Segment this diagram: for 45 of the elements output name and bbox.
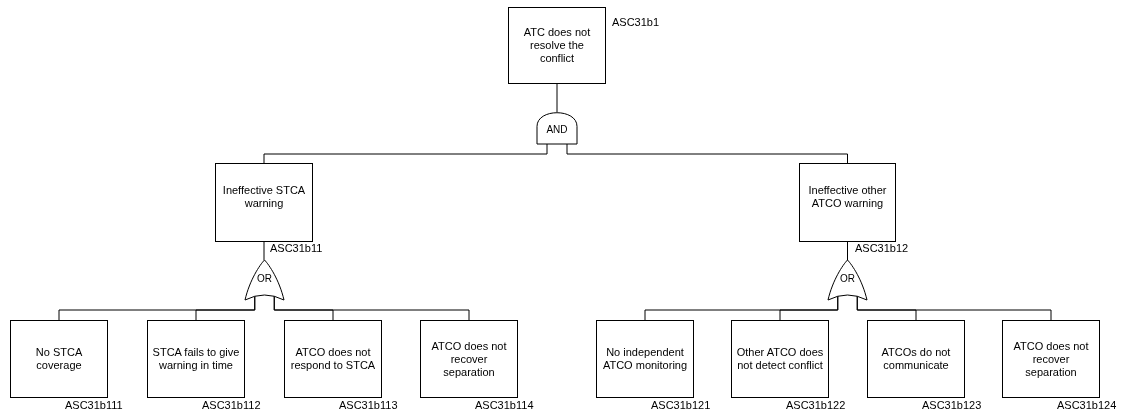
event-text: ATCO does not recover separation	[1012, 339, 1090, 379]
event-box	[596, 320, 694, 398]
connector-line	[566, 143, 848, 164]
connector-line	[779, 295, 839, 321]
event-text: ATCOs do not communicate	[880, 346, 952, 372]
connector-line	[263, 241, 265, 261]
connector-line	[195, 295, 256, 321]
event-code: ASC31b114	[475, 399, 534, 412]
gate-label: OR	[840, 272, 855, 284]
connector-line	[556, 83, 558, 113]
connector-line	[263, 143, 548, 164]
event-code: ASC31b124	[1057, 399, 1117, 412]
event-code: ASC31b113	[339, 399, 398, 412]
gate-label: AND	[546, 123, 568, 135]
event-code: ASC31b123	[922, 399, 982, 412]
event-code: ASC31b1	[612, 16, 660, 29]
event-box	[215, 163, 313, 242]
event-box	[284, 320, 382, 398]
event-text: Ineffective STCA warning	[221, 184, 307, 210]
connector-line	[273, 295, 470, 321]
event-box	[508, 7, 606, 84]
event-text: ATCO does not recover separation	[430, 339, 508, 379]
event-text: No STCA coverage	[34, 346, 84, 372]
event-text: Ineffective other ATCO warning	[807, 184, 888, 210]
event-text: ATCO does not respond to STCA	[289, 346, 377, 372]
event-box	[731, 320, 829, 398]
event-code: ASC31b111	[65, 399, 123, 412]
gate-label: OR	[257, 272, 272, 284]
event-text: ATC does not resolve the conflict	[522, 26, 592, 65]
event-box	[420, 320, 518, 398]
event-code: ASC31b121	[651, 399, 711, 412]
event-code: ASC31b11	[270, 242, 323, 255]
event-box	[147, 320, 245, 398]
event-text: STCA fails to give warning in time	[152, 346, 240, 372]
event-box	[799, 163, 896, 242]
event-code: ASC31b12	[855, 242, 909, 255]
event-box	[867, 320, 965, 398]
event-code: ASC31b122	[786, 399, 846, 412]
event-box	[1002, 320, 1100, 398]
connector-line	[847, 241, 848, 261]
event-text: No independent ATCO monitoring	[601, 346, 689, 372]
event-code: ASC31b112	[202, 399, 261, 412]
connector-line	[856, 295, 1052, 321]
event-text: Other ATCO does not detect conflict	[736, 346, 824, 372]
event-box	[10, 320, 108, 398]
